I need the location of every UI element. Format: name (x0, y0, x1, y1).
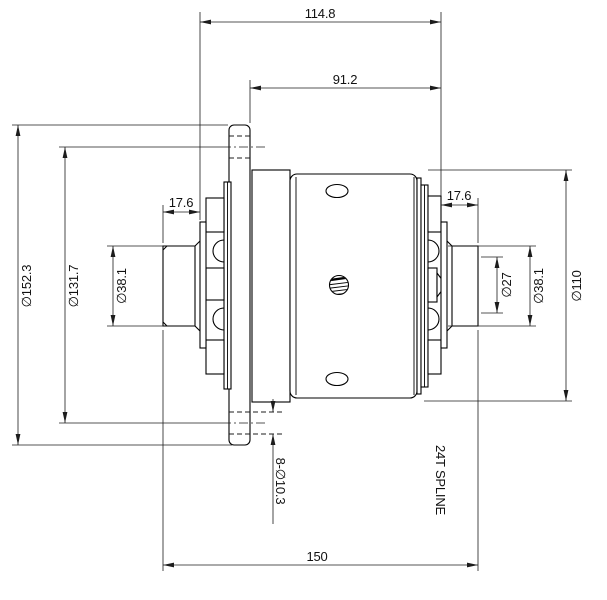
right-tooth-top (427, 195, 442, 233)
left-spline-hub (194, 181, 232, 390)
right-spline-hub (416, 177, 453, 395)
dim-spline-bore-diameter (481, 256, 503, 314)
dimensions (12, 12, 572, 571)
dim-flange-diameter (12, 124, 232, 446)
dim-label-left-stub-length: 17.6 (169, 195, 194, 210)
right-taper-top (446, 240, 453, 247)
left-shaft-chamfer-bottom (162, 321, 168, 327)
left-tooth-bottom (205, 339, 225, 375)
right-stub-shaft (451, 245, 479, 327)
dim-label-bolt-circle-diameter: ∅131.7 (66, 265, 81, 308)
left-tooth-top (205, 197, 225, 233)
right-tooth-bottom (427, 339, 442, 375)
dim-label-spline-bore-diameter: ∅27 (499, 272, 514, 297)
dim-label-left-shaft-diameter: ∅38.1 (114, 268, 129, 304)
main-body (251, 169, 418, 403)
right-gear-arc-lower (427, 307, 440, 331)
dim-label-right-stub-length: 17.6 (447, 188, 472, 203)
dim-bolt-circle-diameter (59, 146, 222, 424)
dim-label-right-shaft-diameter: ∅38.1 (531, 268, 546, 304)
dim-left-stub-length (162, 205, 200, 243)
right-thrust-plate (440, 221, 448, 349)
left-taper-bottom (194, 325, 201, 332)
dim-label-length-overall: 150 (306, 549, 327, 564)
dim-width-flange-to-hub (249, 80, 441, 123)
right-gear-arc-upper (427, 239, 440, 263)
part-geometry (162, 124, 479, 446)
dim-label-width-flange-to-hub: 91.2 (333, 72, 358, 87)
dim-left-shaft-diameter (107, 245, 195, 327)
left-shaft-body (162, 245, 196, 327)
dim-length-overall (162, 330, 479, 571)
dim-width-overall-hub (199, 12, 442, 220)
right-tooth-middle (427, 267, 438, 303)
dim-label-bolt-hole-callout: 8-∅10.3 (273, 458, 288, 505)
right-shaft-body (451, 245, 479, 327)
left-taper-top (194, 240, 201, 247)
body-left-rim (251, 169, 291, 403)
right-body-step (416, 177, 422, 395)
body-drum (289, 173, 418, 399)
left-gear-arc-upper (212, 239, 225, 263)
dim-label-width-overall-hub: 114.8 (305, 6, 336, 21)
dim-right-stub-length (441, 198, 479, 243)
left-gear-arc-lower (212, 307, 225, 331)
dim-right-shaft-diameter (448, 245, 536, 327)
flange-plate (228, 124, 251, 446)
dim-label-flange-diameter: ∅152.3 (19, 265, 34, 308)
left-stub-shaft (162, 245, 196, 327)
left-tooth-middle (205, 267, 225, 301)
note-spline: 24T SPLINE (433, 445, 448, 516)
dimension-labels: 114.8 91.2 150 17.6 17.6 ∅152.3 ∅131.7 ∅… (19, 6, 584, 564)
dim-body-diameter (424, 169, 572, 402)
right-taper-bottom (446, 325, 453, 332)
top-slot (325, 183, 349, 199)
left-shaft-chamfer-top (162, 245, 168, 251)
bottom-slot (325, 371, 349, 387)
dim-label-body-diameter: ∅110 (569, 270, 584, 301)
left-thrust-plate (199, 221, 207, 349)
